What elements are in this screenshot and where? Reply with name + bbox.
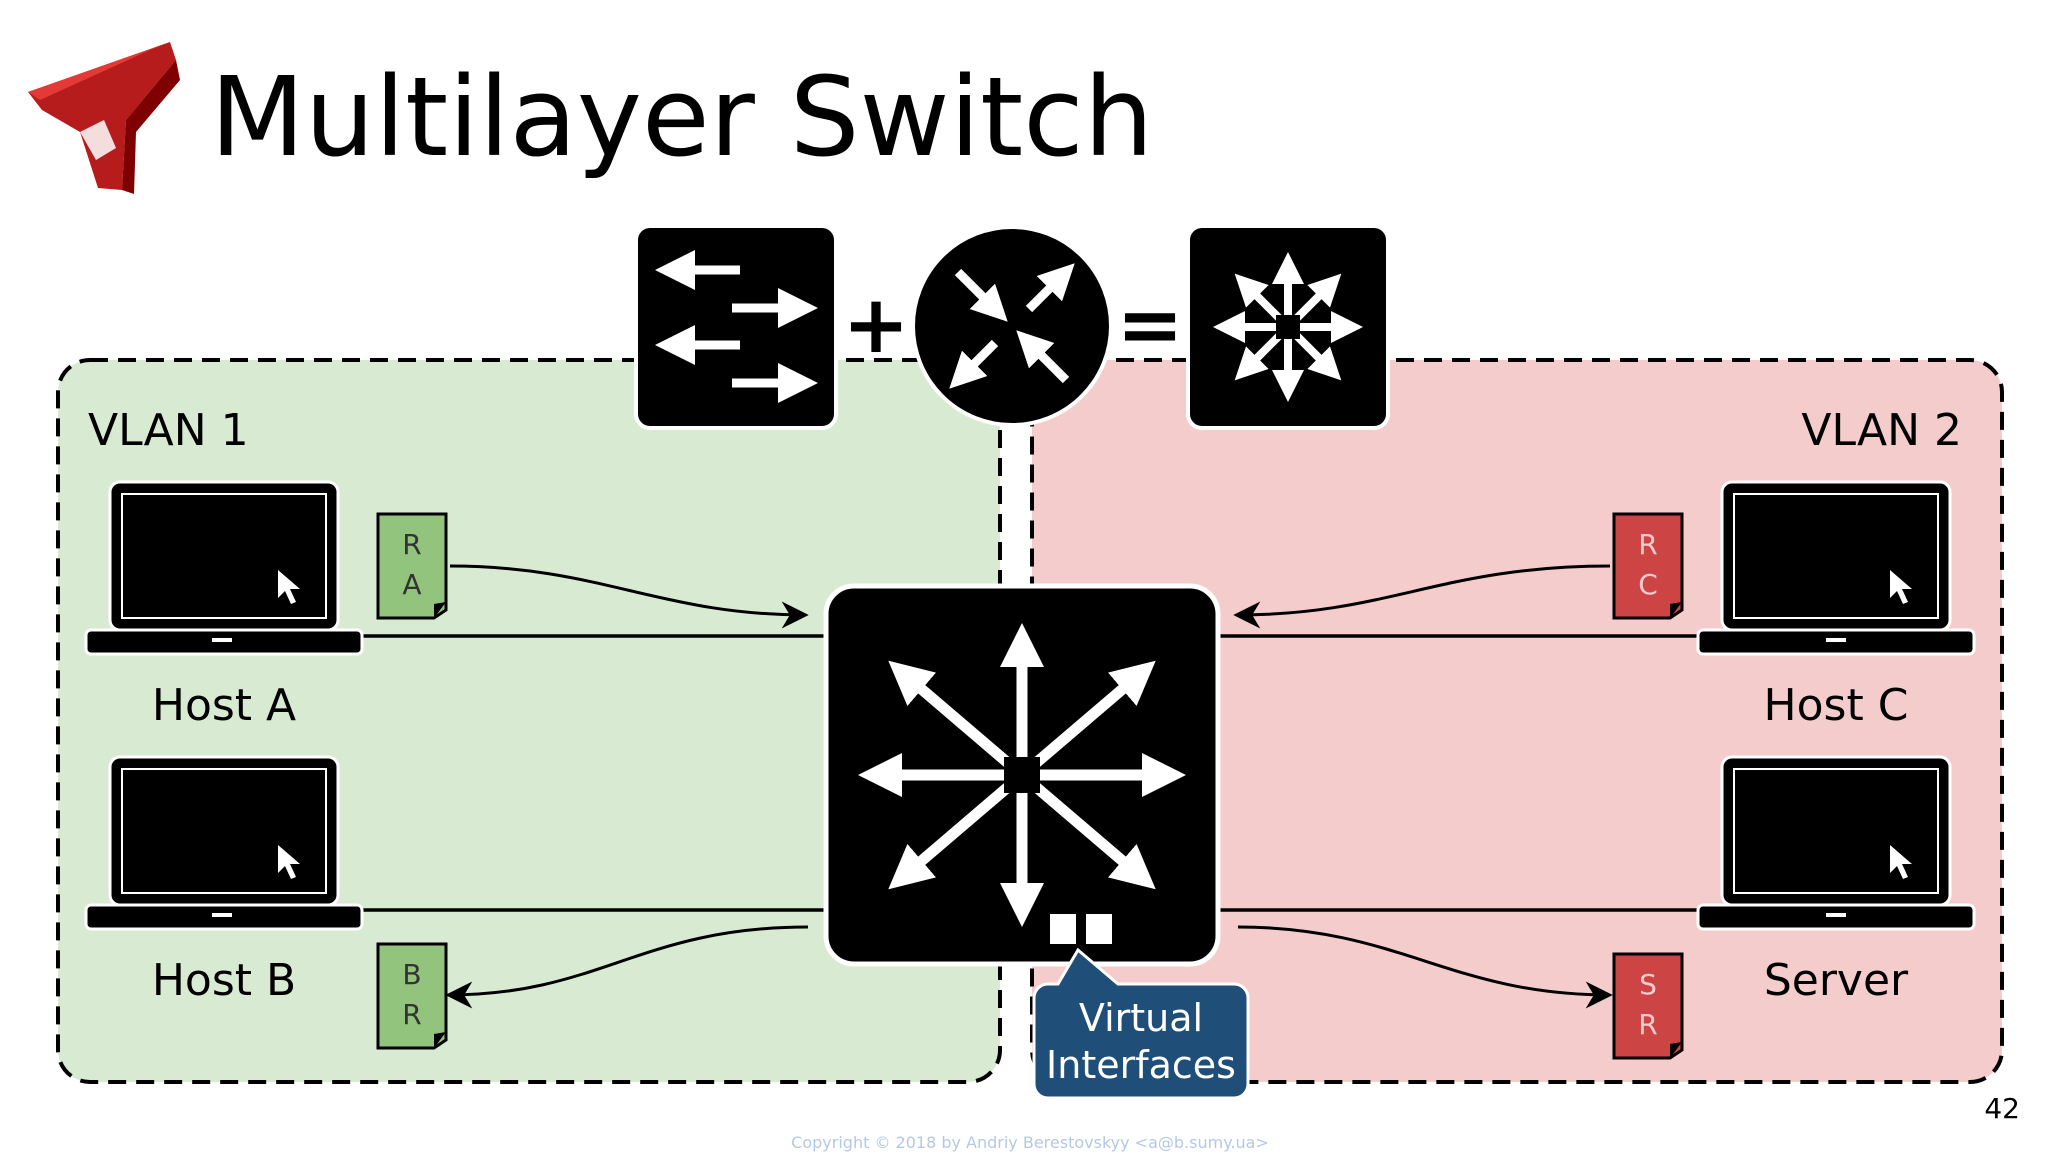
cursor-icon	[278, 845, 300, 879]
multilayer-switch-icon[interactable]	[823, 583, 1221, 967]
packet-ra: R A	[376, 512, 448, 620]
callout-line1: Virtual	[1079, 996, 1203, 1040]
flow-arrow-rc	[1233, 564, 1611, 629]
callout-line2: Interfaces	[1046, 1043, 1236, 1087]
packet-sr-top: S	[1639, 968, 1657, 1001]
virtual-interface-port	[1050, 914, 1076, 944]
flow-arrow-br	[445, 925, 809, 1009]
packet-rc: R C	[1612, 512, 1684, 620]
packet-br: B R	[376, 942, 448, 1050]
logo-icon	[28, 42, 180, 194]
slide-number: 42	[1984, 1092, 2020, 1125]
laptop-host-b[interactable]	[84, 755, 364, 931]
virtual-interfaces-callout: Virtual Interfaces	[1032, 947, 1250, 1100]
flow-arrow-sr	[1237, 925, 1613, 1009]
equals-sign: =	[1116, 278, 1183, 371]
multilayer-switch-small-icon	[1186, 224, 1390, 430]
cursor-icon	[1890, 570, 1912, 604]
host-b-label: Host B	[152, 955, 296, 1006]
host-a-label: Host A	[152, 680, 296, 731]
packet-rc-top: R	[1638, 528, 1657, 561]
packet-br-top: B	[402, 958, 421, 991]
vlan1-label: VLAN 1	[88, 405, 249, 456]
packet-sr: S R	[1612, 952, 1684, 1060]
router-icon	[911, 225, 1113, 427]
switch-icon	[634, 224, 838, 430]
laptop-server[interactable]	[1696, 755, 1976, 931]
packet-br-bottom: R	[402, 998, 421, 1031]
virtual-interface-port	[1086, 914, 1112, 944]
cursor-icon	[278, 570, 300, 604]
plus-sign: +	[842, 278, 909, 371]
packet-ra-body	[376, 512, 448, 620]
vlan2-label: VLAN 2	[1801, 405, 1962, 456]
packet-sr-bottom: R	[1638, 1008, 1657, 1041]
server-label: Server	[1764, 955, 1909, 1006]
flow-arrow-ra	[449, 564, 809, 629]
page-title: Multilayer Switch	[210, 53, 1154, 181]
cursor-icon	[1890, 845, 1912, 879]
laptop-host-c[interactable]	[1696, 480, 1976, 656]
connection-lines	[360, 634, 1700, 912]
laptop-host-a[interactable]	[84, 480, 364, 656]
copyright-text: Copyright © 2018 by Andriy Berestovskyy …	[791, 1133, 1269, 1152]
packet-ra-top: R	[402, 528, 421, 561]
packet-ra-bottom: A	[402, 568, 421, 601]
host-c-label: Host C	[1764, 680, 1909, 731]
packet-rc-bottom: C	[1638, 568, 1658, 601]
